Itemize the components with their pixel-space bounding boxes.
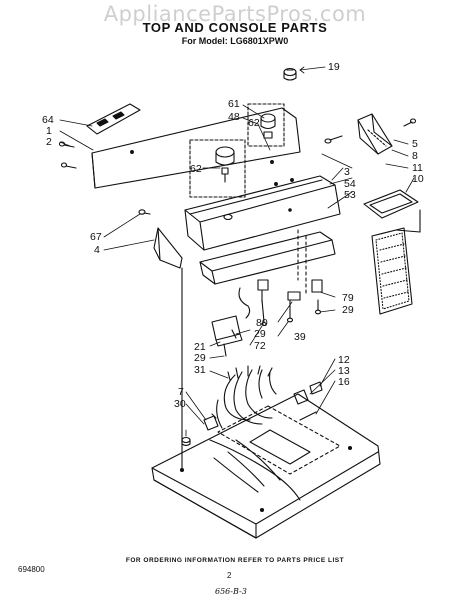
console-rail-53 (199, 231, 336, 285)
callout-11: 11 (412, 162, 423, 174)
callout-19: 19 (328, 61, 340, 73)
callout-61: 61 (228, 98, 240, 110)
callout-64: 64 (42, 114, 54, 126)
callout-67: 67 (90, 231, 102, 243)
document-number: 694800 (18, 565, 45, 574)
leader-lines (59, 66, 415, 437)
lint-cover-10 (363, 189, 419, 219)
page-number: 2 (227, 571, 232, 580)
callout-12: 12 (338, 354, 350, 366)
callout-13: 13 (338, 365, 350, 377)
solenoid-21 (211, 315, 243, 357)
wire-harness-31 (216, 365, 277, 429)
callout-3: 3 (344, 166, 350, 178)
callout-79: 79 (342, 292, 354, 304)
callout-30: 30 (174, 398, 186, 410)
callout-16: 16 (338, 376, 350, 388)
callout-10: 10 (412, 173, 424, 185)
callout-29-center: 29 (254, 328, 266, 340)
end-cap-right (324, 113, 417, 155)
callout-2: 2 (46, 136, 52, 148)
callout-21: 21 (194, 341, 206, 353)
hinge-7 (203, 413, 219, 431)
cable-run (181, 209, 421, 471)
callout-62-upper: 62 (248, 117, 260, 129)
callout-29-left: 29 (194, 352, 206, 364)
callout-8: 8 (412, 150, 418, 162)
console-panel (184, 175, 341, 251)
cabinet-top (151, 393, 381, 539)
console-back-panel (91, 107, 301, 189)
callout-39: 39 (294, 331, 306, 343)
switch-62 (247, 103, 285, 147)
ordering-note: FOR ORDERING INFORMATION REFER TO PARTS … (125, 557, 345, 564)
console-end-bracket-64 (86, 103, 141, 135)
console-components (238, 279, 323, 327)
handwritten-note: 656-B-3 (215, 587, 247, 596)
lint-screen (371, 227, 413, 315)
callout-31: 31 (194, 364, 206, 376)
end-cap-left-4 (138, 209, 183, 269)
timer-switch-62 (189, 139, 246, 198)
callout-5: 5 (412, 138, 418, 150)
model-line: For Model: LG6801XPW0 (181, 36, 289, 46)
callout-48: 48 (228, 111, 240, 123)
knob-19 (283, 67, 297, 81)
callout-62-lower: 62 (190, 163, 202, 175)
callout-72: 72 (254, 340, 266, 352)
callout-29-right: 29 (342, 304, 354, 316)
callout-4: 4 (94, 244, 100, 256)
callout-54: 54 (344, 178, 356, 190)
callout-80: 80 (256, 317, 268, 329)
foot-30 (181, 436, 191, 447)
callout-numbers: 19 61 48 62 64 1 2 5 8 11 10 3 54 53 62 … (42, 61, 424, 410)
callout-7: 7 (178, 386, 184, 398)
page-title: TOP AND CONSOLE PARTS (142, 20, 328, 35)
screws-left (58, 141, 77, 169)
callout-1: 1 (46, 125, 52, 137)
callout-53: 53 (344, 189, 356, 201)
